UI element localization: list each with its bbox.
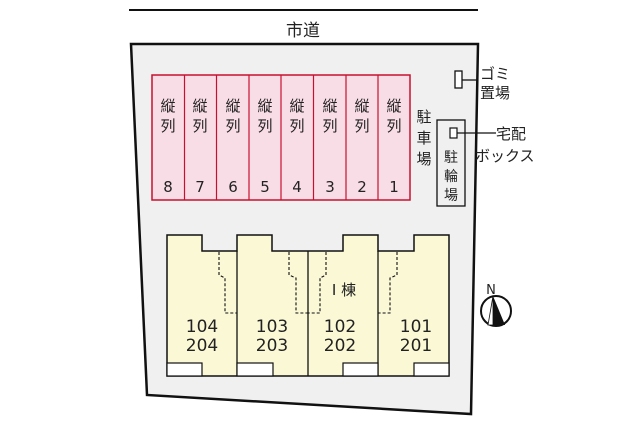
stall-number: 8 [163, 178, 173, 196]
svg-text:駐: 駐 [416, 108, 431, 126]
parking-stall-2: 縦 列 2 [354, 97, 369, 196]
compass-label: N [486, 283, 496, 298]
stall-text-top: 縦 [289, 97, 304, 115]
parking-stall-8: 縦 列 8 [160, 97, 175, 196]
stall-number: 6 [228, 178, 238, 196]
parking-stall-1: 縦 列 1 [386, 97, 401, 196]
stall-text-top: 縦 [225, 97, 240, 115]
garbage-label-line1: ゴミ [480, 65, 510, 83]
parking-stall-7: 縦 列 7 [192, 97, 207, 196]
stall-text-bottom: 列 [386, 117, 401, 135]
stall-number: 3 [325, 178, 335, 196]
north-arrow-icon: N [480, 283, 512, 327]
stall-number: 4 [292, 178, 302, 196]
parking-label: 駐 車 場 [416, 108, 431, 168]
unit-104-upper: 104 [186, 317, 218, 337]
stall-text-bottom: 列 [225, 117, 240, 135]
bicycle-parking-label: 駐 輪 場 [444, 150, 458, 204]
stall-text-bottom: 列 [322, 117, 337, 135]
unit-103-upper: 103 [256, 317, 288, 337]
svg-text:車: 車 [416, 129, 431, 147]
delivery-box-label-line1: 宅配 [496, 125, 526, 143]
unit-101-lower: 201 [400, 336, 432, 356]
stall-number: 7 [195, 178, 205, 196]
stall-text-top: 縦 [386, 97, 401, 115]
building-name: I 棟 [332, 281, 356, 299]
unit-104-lower: 204 [186, 336, 218, 356]
building [166, 234, 450, 377]
unit-101-upper: 101 [400, 317, 432, 337]
unit-102-upper: 102 [324, 317, 356, 337]
svg-text:場: 場 [416, 150, 431, 168]
road-label: 市道 [286, 21, 320, 41]
parking-stall-3: 縦 列 3 [322, 97, 337, 196]
unit-103-lower: 203 [256, 336, 288, 356]
delivery-box-marker [449, 127, 458, 139]
svg-text:場: 場 [444, 188, 458, 204]
stall-text-bottom: 列 [160, 117, 175, 135]
svg-text:駐: 駐 [444, 150, 458, 166]
garbage-station-marker [454, 70, 463, 89]
stall-text-top: 縦 [257, 97, 272, 115]
parking-area [151, 74, 411, 201]
parking-stall-6: 縦 列 6 [225, 97, 240, 196]
stall-number: 2 [357, 178, 367, 196]
stall-text-bottom: 列 [192, 117, 207, 135]
parking-stall-4: 縦 列 4 [289, 97, 304, 196]
stall-number: 5 [260, 178, 270, 196]
stall-text-bottom: 列 [257, 117, 272, 135]
stall-text-top: 縦 [354, 97, 369, 115]
stall-number: 1 [389, 178, 399, 196]
garbage-label-line2: 置場 [480, 84, 510, 102]
stall-text-bottom: 列 [289, 117, 304, 135]
svg-text:輪: 輪 [444, 168, 458, 185]
parking-stall-5: 縦 列 5 [257, 97, 272, 196]
stall-text-top: 縦 [192, 97, 207, 115]
stall-text-top: 縦 [160, 97, 175, 115]
delivery-box-label-line2: ボックス [475, 147, 535, 165]
unit-102-lower: 202 [324, 336, 356, 356]
stall-text-bottom: 列 [354, 117, 369, 135]
stall-text-top: 縦 [322, 97, 337, 115]
